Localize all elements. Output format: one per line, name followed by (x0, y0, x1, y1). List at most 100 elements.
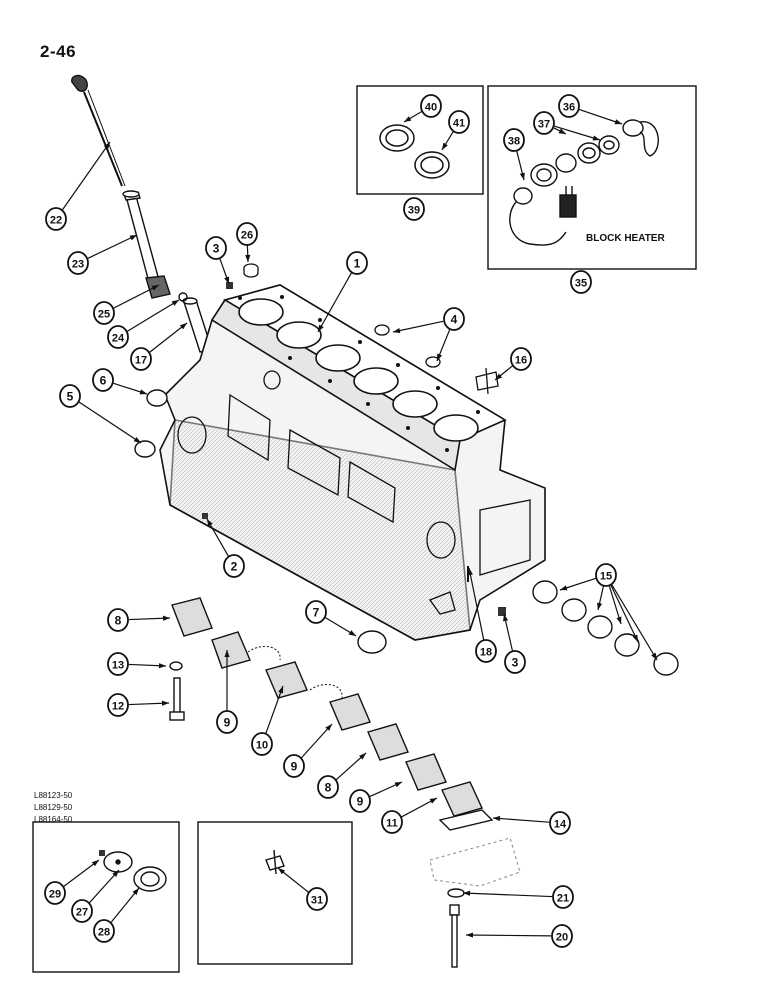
callout-balloon (558, 94, 580, 118)
callout-c29: 29 (44, 859, 100, 905)
callout-balloon (381, 810, 403, 834)
leader-arrowhead (224, 276, 230, 284)
leader-arrowhead (632, 634, 638, 642)
inset-box-35 (487, 85, 697, 270)
leader-line (611, 584, 658, 661)
callout-number: 17 (135, 355, 147, 367)
leader-arrowhead (179, 323, 187, 330)
leader-arrowhead (463, 890, 471, 896)
callout-c14: 14 (492, 811, 571, 835)
leader-arrowhead (614, 119, 622, 125)
washer-13 (169, 661, 183, 671)
leader-line (113, 284, 160, 309)
leader-arrowhead (616, 616, 622, 624)
bushings-15-drawing (532, 580, 679, 676)
leader-line (88, 869, 120, 904)
callout-c8a: 8 (107, 608, 171, 632)
callout-balloon (306, 887, 328, 911)
leader-arrowhead (158, 663, 166, 669)
callout-balloon (503, 128, 525, 152)
callout-balloon (551, 924, 573, 948)
dipstick-drawing (71, 74, 126, 187)
callout-c4: 4 (392, 307, 465, 362)
callout-number: 31 (311, 895, 323, 907)
callout-number: 41 (453, 118, 465, 130)
callout-number: 8 (115, 614, 122, 628)
leader-arrowhead (162, 615, 170, 621)
leader-line (579, 108, 623, 125)
seal-40-drawing (379, 124, 415, 152)
plug-3-upper (226, 282, 233, 289)
callout-balloon (92, 368, 114, 392)
callout-number: 20 (556, 932, 568, 944)
leader-line (392, 320, 444, 333)
reference-code: L88164-50 (34, 815, 73, 824)
callout-number: 15 (600, 571, 612, 583)
callout-number: 14 (554, 819, 567, 831)
callout-number: 38 (508, 136, 520, 148)
block-heater-drawing (509, 119, 659, 246)
plug-4-drawing (374, 324, 441, 368)
callout-number: 29 (49, 889, 61, 901)
callout-c41: 41 (441, 110, 470, 151)
bolt-12 (169, 677, 185, 721)
block-bolt-holes (238, 295, 480, 452)
callout-c15: 15 (559, 563, 658, 661)
leader-arrowhead (466, 932, 474, 938)
callout-number: 11 (386, 818, 398, 830)
leader-line (110, 887, 140, 923)
callout-balloon (403, 197, 425, 221)
callout-balloon (107, 693, 129, 717)
cylinder-bores (238, 298, 479, 442)
leader-line (63, 859, 100, 887)
callout-number: 9 (291, 760, 298, 774)
callout-balloon (510, 347, 532, 371)
callout-c23: 23 (67, 234, 138, 275)
reference-code: L88129-50 (34, 803, 73, 812)
inset-box-39 (356, 85, 484, 195)
dipstick-tube-drawing (122, 190, 171, 299)
callout-number: 9 (224, 716, 231, 730)
callout-number: 2 (231, 560, 238, 574)
callout-number: 28 (98, 927, 110, 939)
plug-5-6-drawing (134, 389, 168, 458)
leader-arrowhead (429, 798, 437, 804)
callout-balloon (443, 307, 465, 331)
callout-number: 22 (50, 215, 62, 227)
callout-c25: 25 (93, 284, 160, 325)
callout-balloon (349, 789, 371, 813)
leader-arrowhead (359, 753, 366, 760)
leader-arrowhead (103, 142, 110, 150)
plug-7 (357, 630, 387, 654)
callout-c31: 31 (277, 867, 328, 911)
inset-box-27-28-29 (32, 821, 180, 973)
callout-number: 8 (325, 781, 332, 795)
callout-balloon (45, 207, 67, 231)
leader-line (462, 892, 553, 898)
block-side-details (177, 370, 531, 615)
leader-line (265, 685, 284, 734)
leader-arrowhead (161, 700, 169, 706)
leader-arrowhead (404, 116, 412, 122)
leader-arrowhead (171, 300, 179, 306)
callout-number: 25 (98, 309, 110, 321)
callout-c20: 20 (465, 924, 573, 948)
callout-balloon (205, 236, 227, 260)
leader-arrowhead (129, 235, 137, 241)
callout-balloon (552, 885, 574, 909)
callout-number: 35 (575, 278, 587, 290)
callout-number: 26 (241, 230, 253, 242)
callout-c8b: 8 (317, 752, 367, 799)
leader-arrowhead (139, 389, 147, 395)
leader-arrowhead (592, 135, 600, 141)
leader-arrowhead (348, 630, 356, 636)
callout-balloon (59, 384, 81, 408)
callout-number: 3 (213, 242, 220, 256)
callout-balloon (549, 811, 571, 835)
callout-c9a: 9 (216, 650, 238, 734)
sensor-31 (265, 849, 285, 875)
callout-balloon (44, 881, 66, 905)
leader-arrowhead (558, 128, 566, 134)
